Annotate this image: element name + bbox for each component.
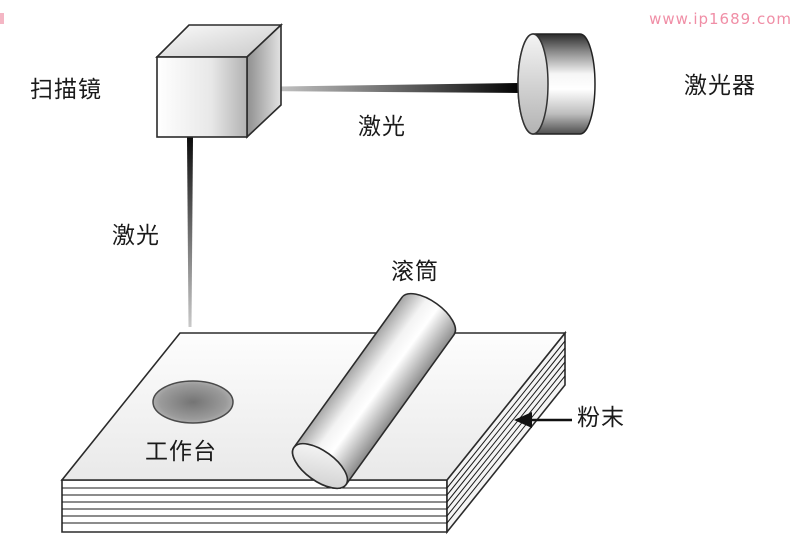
label-powder: 粉末 xyxy=(577,405,625,431)
melt-spot xyxy=(152,380,234,424)
roller-cylinder xyxy=(291,292,457,490)
roller-end-cap xyxy=(291,442,349,490)
watermark-fragment xyxy=(0,13,4,24)
label-roller: 滚筒 xyxy=(391,259,439,285)
label-laser-beam-horizontal: 激光 xyxy=(358,114,406,140)
powder-arrowhead xyxy=(514,412,532,428)
watermark-text: www.ip1689.com xyxy=(649,10,792,28)
laser-device-front-cap xyxy=(517,33,549,135)
laser-beam-horizontal xyxy=(249,83,520,93)
label-worktable: 工作台 xyxy=(145,439,217,465)
label-laser-device: 激光器 xyxy=(684,73,756,99)
laser-device-cylinder xyxy=(517,33,596,135)
scanner-box-front-face xyxy=(156,56,248,138)
powder-arrow xyxy=(514,412,572,428)
label-scanner-mirror: 扫描镜 xyxy=(30,77,102,103)
laser-beam-vertical xyxy=(187,137,193,327)
scanner-mirror-box xyxy=(155,23,284,139)
powder-layer-lines xyxy=(62,340,566,524)
powder-stack xyxy=(61,330,566,535)
label-laser-beam-vertical: 激光 xyxy=(112,223,160,249)
